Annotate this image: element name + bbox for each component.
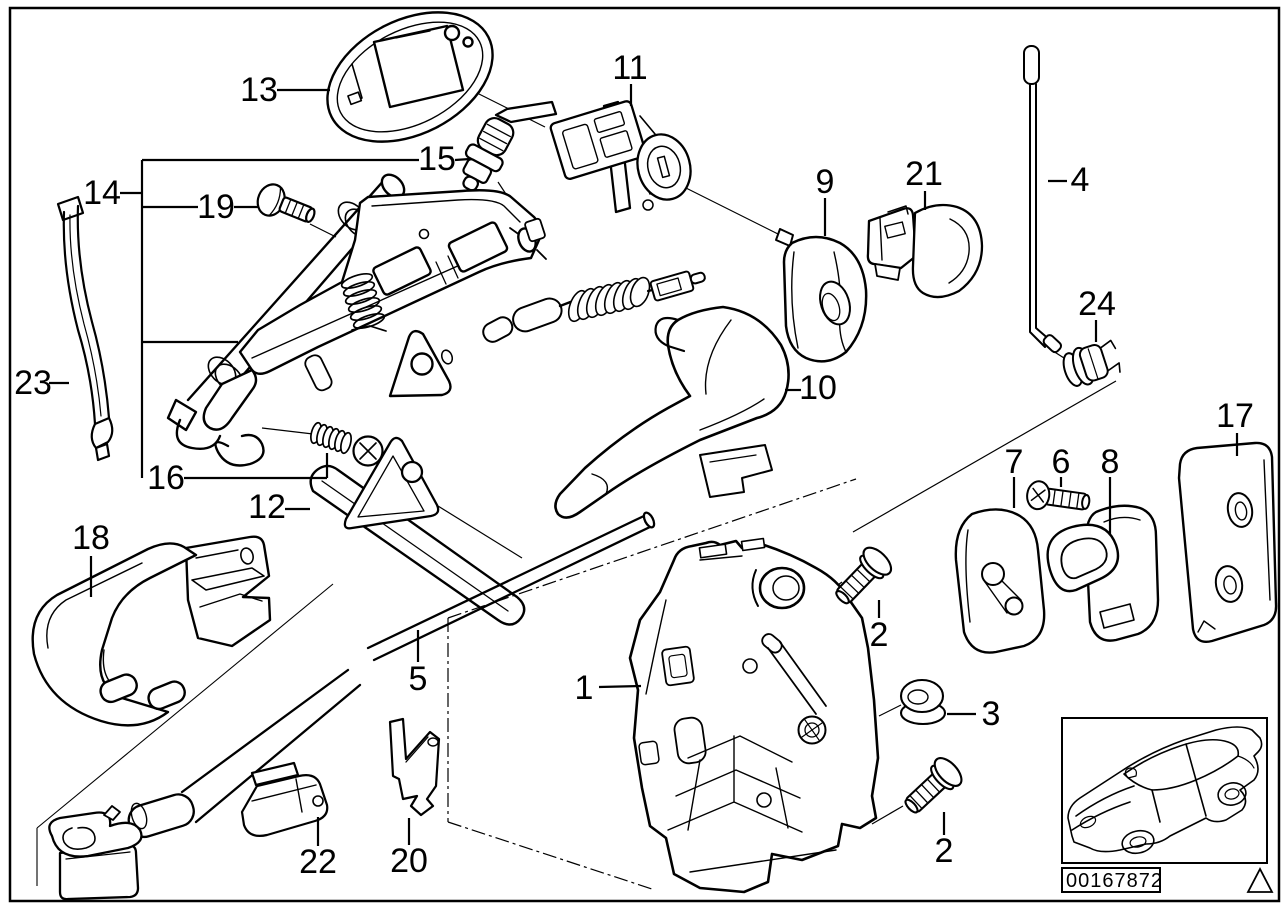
part-18-interior-handle-shape — [31, 535, 272, 727]
part-label-16: 16 — [147, 459, 185, 497]
vehicle-silhouette — [1067, 726, 1263, 855]
part-label-1: 1 — [575, 669, 594, 707]
part-label-6: 6 — [1052, 443, 1071, 481]
phantom-outline-interior-handle — [36, 583, 334, 886]
part-label-20: 20 — [390, 842, 428, 880]
part-10-outer-handle-shape — [554, 305, 790, 519]
image-number: 00167872 — [1066, 870, 1163, 892]
part-4-lock-rod-shape — [1023, 45, 1063, 354]
part-8-striker-shape — [1046, 504, 1160, 642]
part-2-screw-upper-shape — [835, 546, 893, 605]
part-label-22: 22 — [299, 843, 337, 881]
part-7-lock-striker-plate-shape — [954, 508, 1046, 654]
phantom-outline-lock — [447, 478, 857, 890]
part-label-18: 18 — [72, 519, 110, 557]
part-label-5: 5 — [409, 660, 428, 698]
part-20-bracket-shape — [388, 717, 441, 817]
part-label-17: 17 — [1216, 397, 1254, 435]
phantom-line — [447, 821, 653, 890]
part-label-13: 13 — [240, 71, 278, 109]
phantom-line — [447, 478, 857, 619]
indication-leader — [878, 704, 902, 717]
part-label-21: 21 — [905, 155, 943, 193]
part-label-24: 24 — [1078, 285, 1116, 323]
part-label-15-leader — [454, 157, 471, 162]
corner-triangle-icon — [1246, 867, 1274, 893]
part-label-8: 8 — [1101, 443, 1120, 481]
indication-leader — [261, 427, 314, 435]
indication-leader — [871, 805, 904, 825]
part-16-spring-screw-shape — [310, 421, 384, 467]
part-21-cover-cap-shape — [866, 203, 984, 299]
part-9-cover-cap-shape — [775, 228, 868, 363]
part-label-4: 4 — [1071, 161, 1090, 199]
part-11-lock-cylinder-shape — [494, 100, 692, 214]
drawing-border — [8, 6, 1281, 903]
part-label-12: 12 — [248, 488, 286, 526]
part-15-plug-shape — [462, 117, 515, 192]
part-label-23: 23 — [14, 364, 52, 402]
part-13-handle-base-gasket-shape — [326, 11, 494, 143]
part-latch-assembly-shape — [48, 805, 143, 901]
part-label-14: 14 — [83, 174, 121, 212]
part-label-2: 2 — [870, 616, 889, 654]
part-label-3: 3 — [982, 695, 1001, 733]
part-2-screw-lower-shape — [904, 757, 963, 814]
part-19-screw-shape — [256, 183, 316, 223]
indication-leader — [309, 223, 337, 238]
part-22-clip-shape — [240, 761, 329, 837]
part-5-rail-shape — [127, 511, 656, 839]
part-17-cover-plate-shape — [1177, 441, 1278, 643]
part-actuating-cable-shape — [482, 270, 706, 343]
vehicle-inset: 00167872 — [1061, 717, 1274, 893]
part-label-10: 10 — [799, 369, 837, 407]
part-23-door-strap-shape — [56, 195, 114, 462]
part-24-grommet-shape — [1052, 339, 1121, 387]
part-14-handle-carrier-shape — [166, 173, 547, 467]
part-label-2: 2 — [935, 832, 954, 870]
part-label-7: 7 — [1005, 443, 1024, 481]
indication-leader — [852, 380, 1117, 533]
part-label-11: 11 — [612, 49, 647, 87]
indication-leader — [437, 505, 523, 559]
image-number-box — [1061, 867, 1161, 893]
part-label-9: 9 — [816, 163, 835, 201]
part-3-buffer-shape — [899, 678, 947, 726]
part-label-1-leader — [598, 684, 642, 689]
phantom-line — [36, 583, 334, 829]
part-6-screw-shape — [1026, 480, 1091, 511]
label-leader-lines — [49, 84, 1239, 846]
part-12-gasket-shape — [343, 436, 440, 530]
part-label-15: 15 — [418, 140, 456, 178]
part-label-19: 19 — [197, 188, 235, 226]
part-1-lock-body-shape — [628, 537, 880, 894]
